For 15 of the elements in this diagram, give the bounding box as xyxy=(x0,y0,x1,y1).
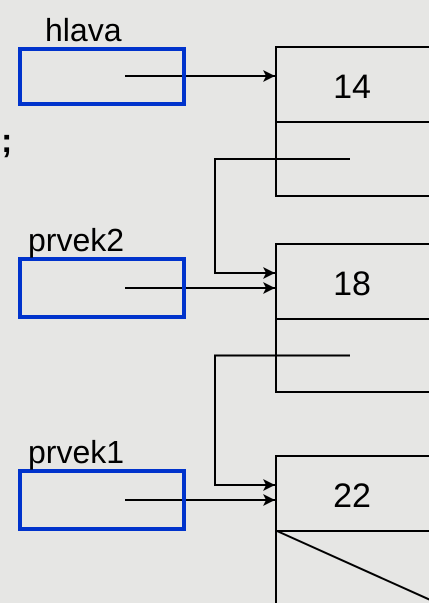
arrow xyxy=(214,158,350,279)
variable-name: hlava xyxy=(45,14,122,46)
arrow xyxy=(125,70,275,82)
arrow xyxy=(125,494,275,506)
variable-name: prvek1 xyxy=(28,436,124,468)
node-value: 18 xyxy=(332,267,372,301)
punctuation-mark: ; xyxy=(1,122,12,161)
arrow xyxy=(125,282,275,294)
variable-name: prvek2 xyxy=(28,224,124,256)
list-node-box xyxy=(275,46,429,197)
node-value: 14 xyxy=(332,70,372,104)
arrow xyxy=(214,354,350,491)
node-value: 22 xyxy=(332,479,372,513)
list-node-box xyxy=(275,243,429,393)
list-node-box xyxy=(275,455,429,603)
